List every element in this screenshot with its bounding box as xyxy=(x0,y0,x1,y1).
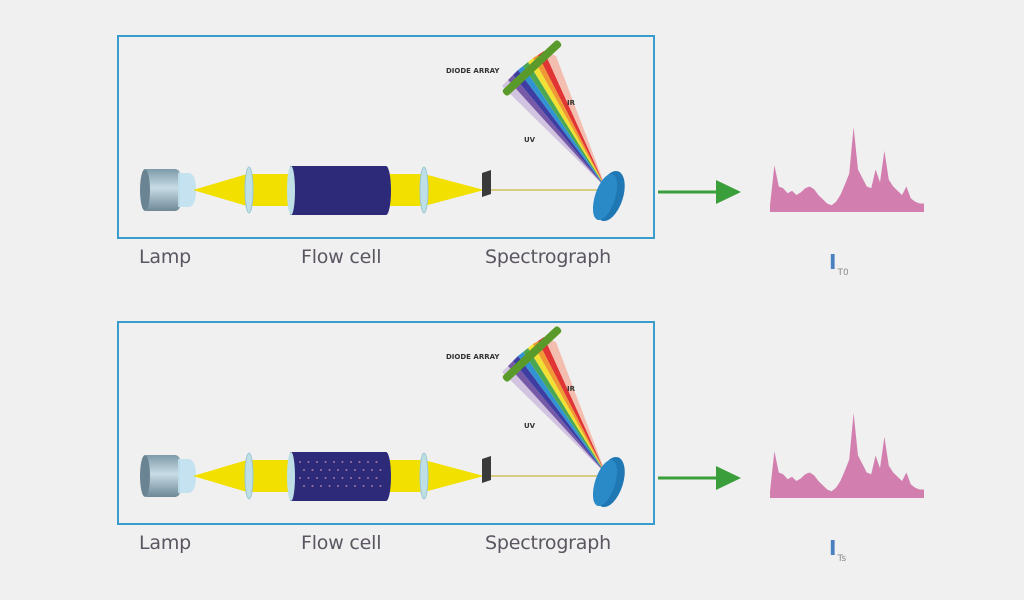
sample-particle xyxy=(311,469,314,471)
output-intensity-label: IT0 xyxy=(829,250,849,278)
slit-icon xyxy=(482,456,491,483)
reference-panel: DIODE ARRAY IR UV Lamp Flow cell Spectro… xyxy=(117,35,924,278)
instrument-frame xyxy=(117,35,655,239)
sample-particle xyxy=(362,469,365,471)
sample-particle xyxy=(337,469,339,471)
dispersed-spectrum xyxy=(502,337,606,474)
lamp-label: Lamp xyxy=(139,532,191,554)
intensity-symbol: I xyxy=(829,536,837,560)
output-spectrum xyxy=(770,127,924,212)
sample-particle xyxy=(375,477,378,479)
sample-particle xyxy=(379,485,382,487)
lens-icon xyxy=(419,166,429,214)
intensity-symbol: I xyxy=(829,250,837,274)
ir-label: IR xyxy=(567,99,576,107)
lamp-label: Lamp xyxy=(139,246,191,268)
spectrograph-label: Spectrograph xyxy=(485,532,611,554)
sample-particle xyxy=(367,461,369,463)
sample-particle xyxy=(299,461,301,463)
sample-particle xyxy=(350,461,352,463)
sample-particle xyxy=(350,477,352,479)
uv-label: UV xyxy=(524,136,536,144)
sample-particle xyxy=(358,477,361,479)
sample-particle xyxy=(307,461,310,463)
lamp-icon xyxy=(140,455,196,497)
intensity-subscript: T0 xyxy=(837,268,849,278)
flow-cell-label: Flow cell xyxy=(301,532,382,554)
sample-particle xyxy=(371,485,373,487)
flow-cell-icon xyxy=(287,166,391,215)
sample-particle xyxy=(354,485,356,487)
light-beam xyxy=(193,460,484,492)
sample-particle xyxy=(303,485,305,487)
arrow-icon xyxy=(658,466,741,490)
sample-particle xyxy=(324,461,327,463)
lens-icon xyxy=(419,452,429,500)
diode-array-icon xyxy=(502,40,562,96)
sample-particle xyxy=(303,469,305,471)
sample-particle xyxy=(362,485,365,487)
sample-particle xyxy=(311,485,314,487)
grating-icon xyxy=(592,456,625,508)
uv-label: UV xyxy=(524,422,536,430)
lens-icon xyxy=(244,166,254,214)
sample-particle xyxy=(354,469,356,471)
sample-particle xyxy=(333,461,335,463)
sample-panel: DIODE ARRAY IR UV Lamp Flow cell Spectro… xyxy=(0,286,1024,586)
grating-icon xyxy=(592,170,625,222)
arrow-icon xyxy=(658,180,741,204)
sample-particles xyxy=(299,461,382,487)
lamp-icon xyxy=(140,169,196,211)
instrument-diagram: DIODE ARRAY IR UV xyxy=(140,326,924,508)
slit-icon xyxy=(482,170,491,197)
sample-particle xyxy=(307,477,310,479)
sample-particle xyxy=(367,477,369,479)
sample-particle xyxy=(341,477,344,479)
sample-particle xyxy=(337,485,339,487)
instrument-frame xyxy=(117,321,655,525)
instrument-diagram: DIODE ARRAY IR UV xyxy=(140,40,924,222)
diode-array-label: DIODE ARRAY xyxy=(446,67,500,75)
output-spectrum xyxy=(770,413,924,498)
sample-particle xyxy=(299,477,301,479)
sample-particle xyxy=(345,485,348,487)
output-intensity-label: ITs xyxy=(829,536,846,564)
sample-particle xyxy=(316,461,318,463)
sample-particle xyxy=(324,477,327,479)
sample-particle xyxy=(320,485,322,487)
sample-particle xyxy=(341,461,344,463)
flow-cell-icon xyxy=(287,452,391,501)
lens-icon xyxy=(244,452,254,500)
flow-cell-label: Flow cell xyxy=(301,246,382,268)
diode-array-label: DIODE ARRAY xyxy=(446,353,500,361)
sample-particle xyxy=(379,469,382,471)
sample-particle xyxy=(316,477,318,479)
sample-particle xyxy=(333,477,335,479)
light-beam xyxy=(193,174,484,206)
diode-array-icon xyxy=(502,326,562,382)
intensity-subscript: Ts xyxy=(837,554,847,564)
sample-particle xyxy=(371,469,373,471)
ir-label: IR xyxy=(567,385,576,393)
sample-particle xyxy=(375,461,378,463)
sample-particle xyxy=(328,485,331,487)
sample-particle xyxy=(320,469,322,471)
sample-particle xyxy=(345,469,348,471)
dispersed-spectrum xyxy=(502,51,606,188)
sample-particle xyxy=(328,469,331,471)
spectrograph-label: Spectrograph xyxy=(485,246,611,268)
sample-particle xyxy=(358,461,361,463)
